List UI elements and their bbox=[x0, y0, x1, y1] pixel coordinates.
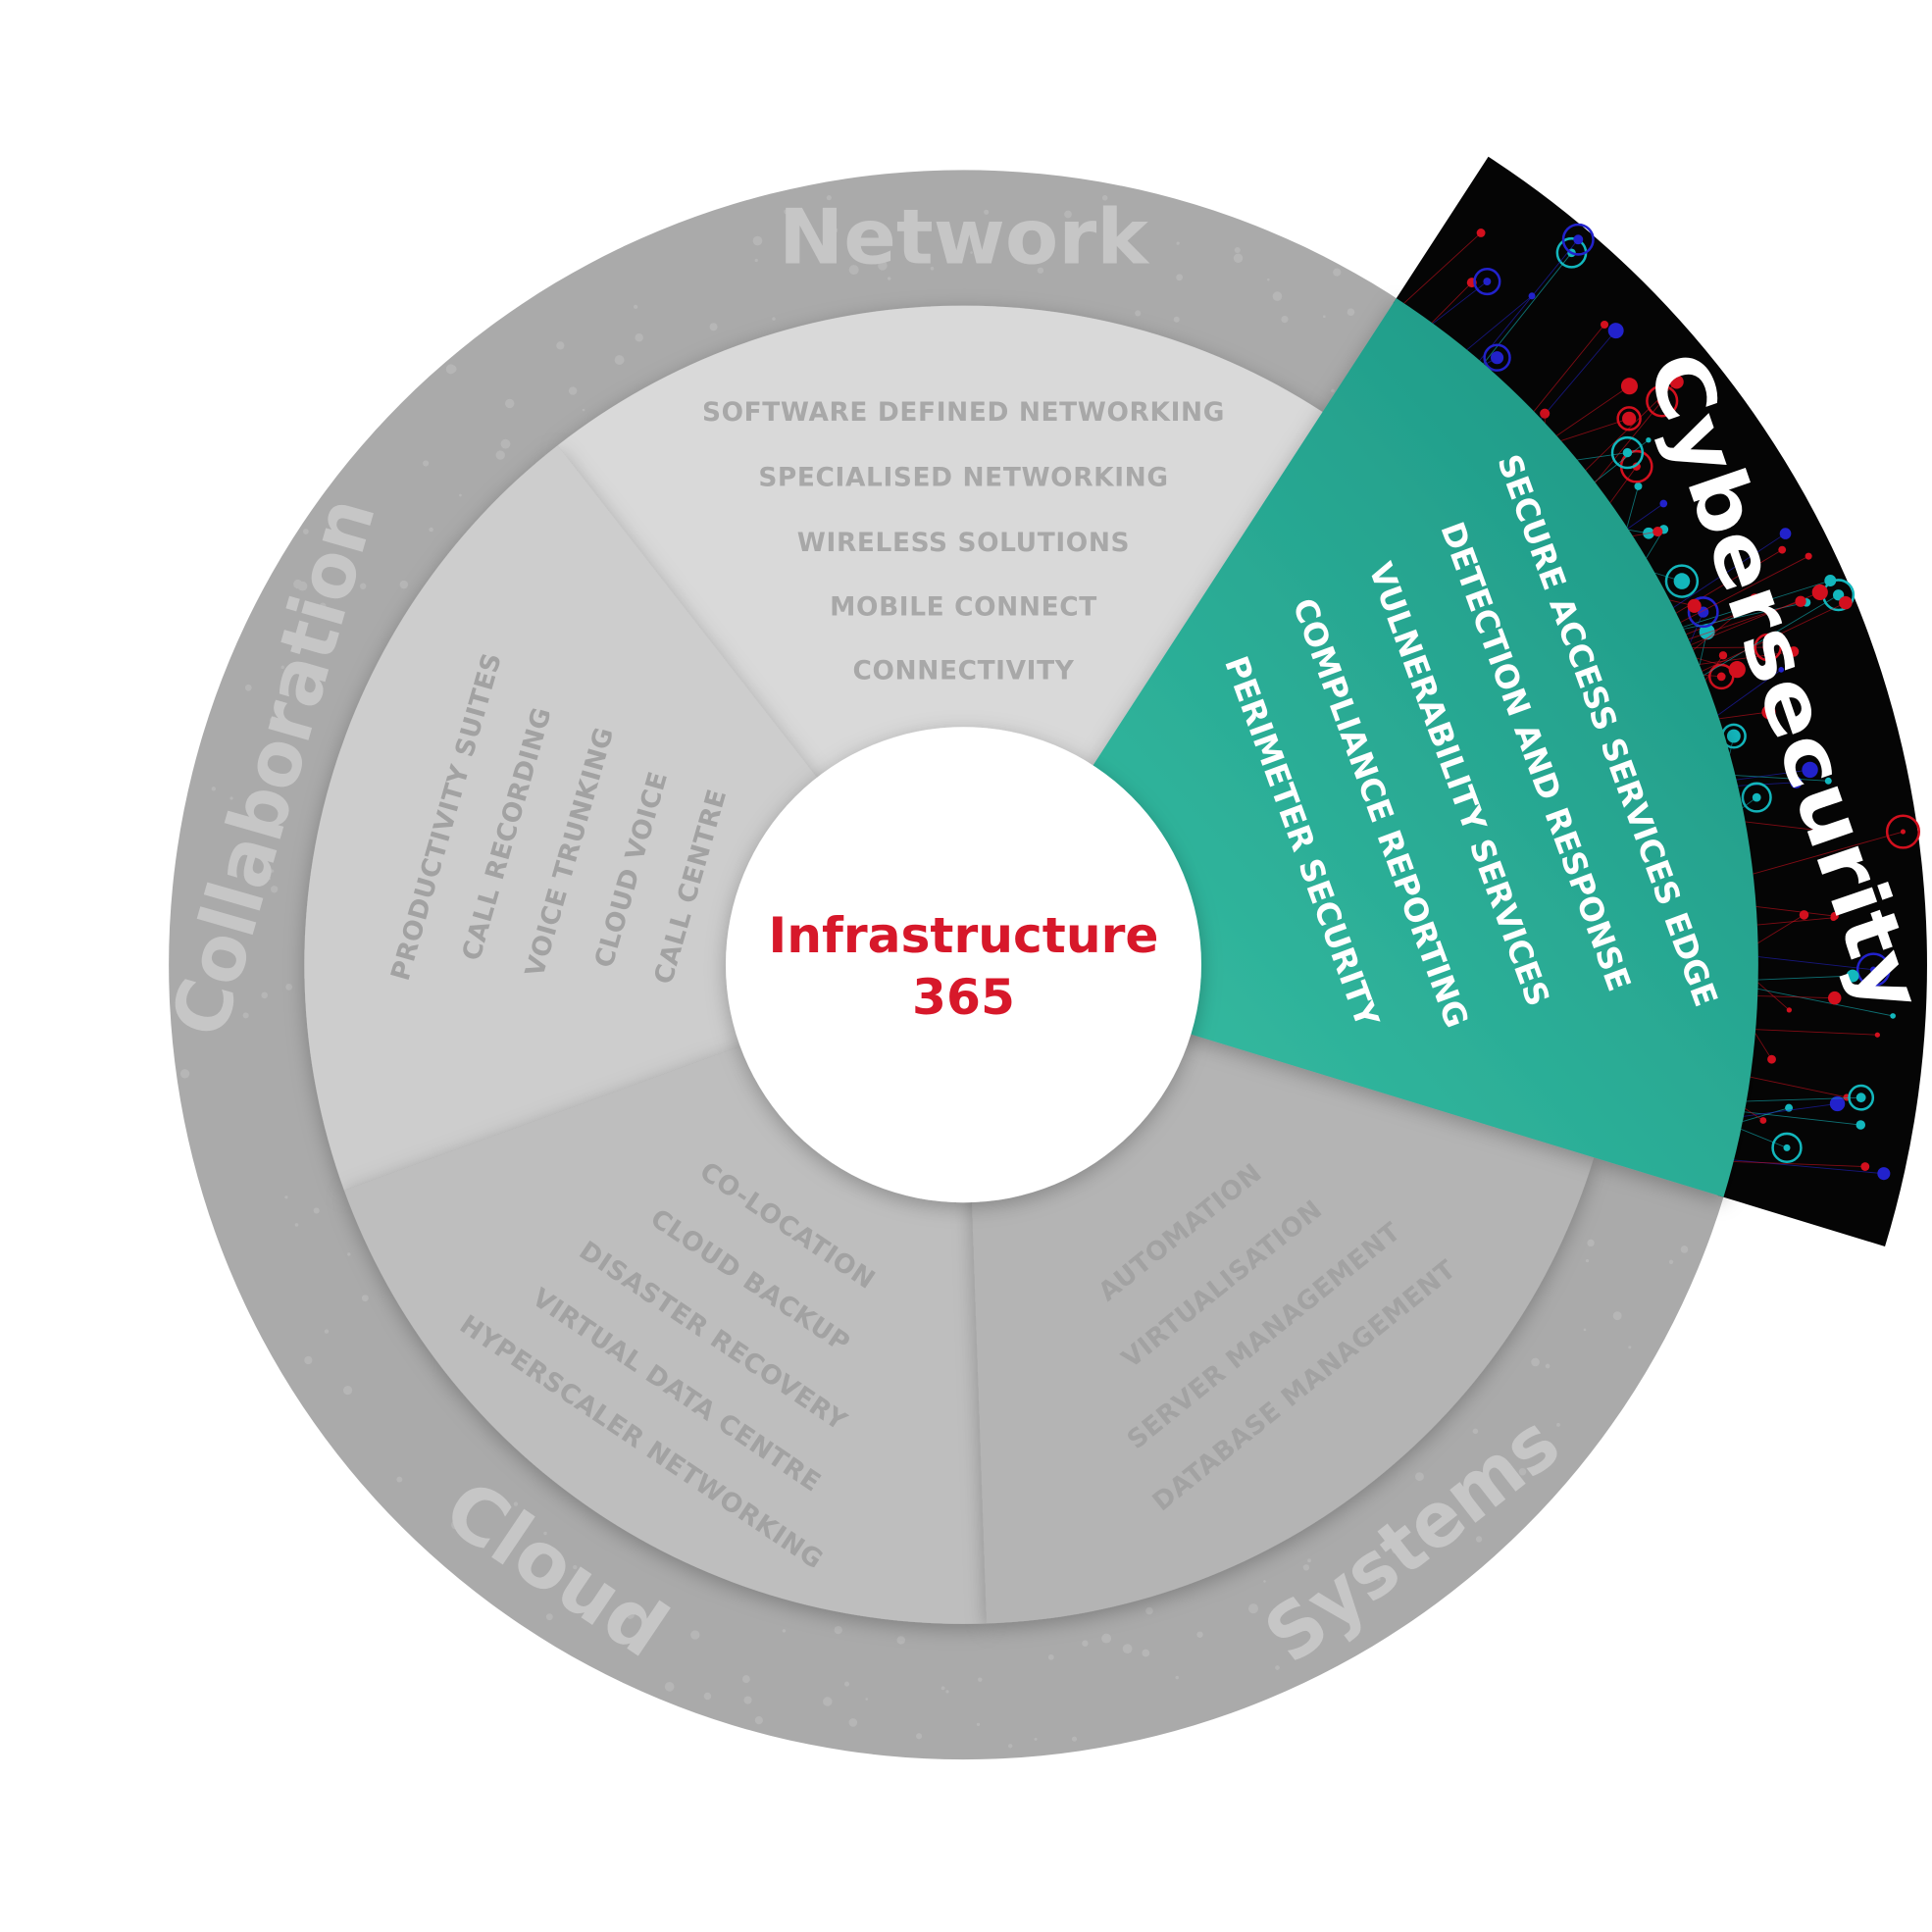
center-title-line1: Infrastructure bbox=[769, 906, 1159, 964]
cybersecurity-band-pattern bbox=[1403, 223, 1921, 1181]
network-item: SOFTWARE DEFINED NETWORKING bbox=[702, 398, 1225, 428]
network-item: MOBILE CONNECT bbox=[830, 592, 1097, 622]
cybersecurity-band bbox=[1393, 156, 1927, 1246]
center-hub bbox=[726, 727, 1201, 1203]
center-title-line2: 365 bbox=[912, 968, 1015, 1026]
network-title: Network bbox=[779, 193, 1150, 281]
network-item: CONNECTIVITY bbox=[853, 657, 1075, 686]
network-item: SPECIALISED NETWORKING bbox=[758, 463, 1168, 492]
network-sector[interactable] bbox=[557, 305, 1333, 965]
network-item: WIRELESS SOLUTIONS bbox=[797, 529, 1130, 558]
